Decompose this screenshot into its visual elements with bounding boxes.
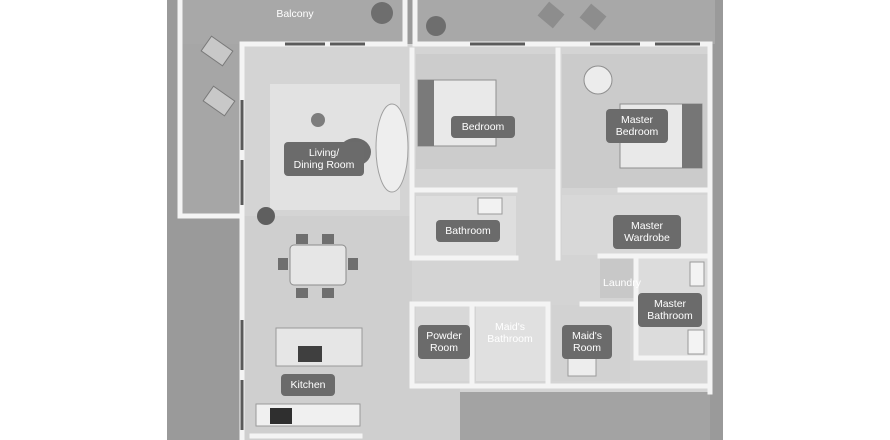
master-wardrobe-text-line1: Master: [630, 220, 664, 232]
master-bedroom-text-line2: Bedroom: [615, 126, 659, 138]
master-bathroom-text-line2: Bathroom: [647, 310, 693, 322]
powder-room-label: Powder Room: [418, 325, 470, 359]
kitchen-text: Kitchen: [290, 379, 326, 391]
maids-room-label: Maid's Room: [562, 325, 612, 359]
armchair: [583, 65, 613, 95]
maids-room-text-line1: Maid's: [571, 330, 602, 342]
bathroom-label: Bathroom: [436, 220, 500, 242]
laundry-floor: [600, 258, 636, 298]
master-bedroom-text-line1: Master: [620, 114, 654, 126]
master-bedroom-label: Master Bedroom: [606, 109, 668, 143]
living-dining-room-label: Living/ Dining Room: [284, 142, 364, 176]
balcony-chair-1: [200, 35, 236, 117]
balcony-area-right: [415, 0, 715, 44]
laundry-text: Laundry: [603, 277, 641, 289]
balcony-label: Balcony: [272, 7, 318, 21]
maids-bathroom-label: Maid's Bathroom: [483, 320, 537, 346]
dining-table: [289, 244, 347, 286]
maids-room-text-line2: Room: [572, 342, 601, 354]
powder-room-text-line2: Room: [429, 342, 458, 354]
laundry-label: Laundry: [599, 276, 645, 290]
balcony-plant-2: [426, 16, 446, 36]
sofa: [375, 103, 409, 193]
master-wardrobe-label: Master Wardrobe: [613, 215, 681, 249]
master-bathroom-label: Master Bathroom: [638, 293, 702, 327]
balcony-wing: [180, 44, 242, 216]
powder-room-text-line1: Powder: [426, 330, 462, 342]
windows: [240, 42, 700, 430]
bedroom-text: Bedroom: [461, 121, 505, 133]
balcony-text: Balcony: [276, 8, 314, 20]
bedroom-label: Bedroom: [451, 116, 515, 138]
bathroom-text: Bathroom: [445, 225, 491, 237]
dining-chairs: [278, 234, 358, 298]
kitchen-label: Kitchen: [281, 374, 335, 396]
maids-bathroom-text-line1: Maid's: [494, 321, 525, 333]
maids-bathroom-floor: [476, 305, 546, 381]
living-text-line1: Living/: [308, 147, 340, 159]
lower-terrace: [460, 392, 710, 440]
balcony-plant: [371, 2, 393, 24]
balcony-area: [180, 0, 405, 44]
maids-bathroom-text-line2: Bathroom: [487, 333, 533, 345]
living-text-line2: Dining Room: [293, 159, 355, 171]
corner-plant: [257, 207, 275, 225]
walls: [177, 0, 713, 440]
master-bathroom-text-line1: Master: [653, 298, 687, 310]
master-wardrobe-text-line2: Wardrobe: [624, 232, 670, 244]
